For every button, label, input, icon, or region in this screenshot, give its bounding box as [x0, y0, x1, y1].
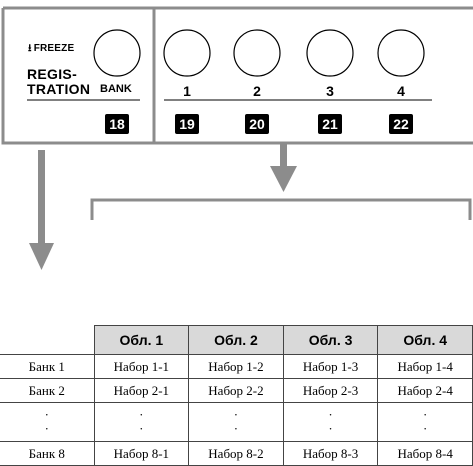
registration-label-line1: REGIS- [27, 66, 78, 82]
table-header: Обл. 4 [377, 325, 473, 355]
bracket [90, 198, 472, 220]
table-cell: Набор 2-1 [93, 378, 190, 403]
badge-button-4: 22 [389, 114, 413, 134]
badge-bank: 18 [105, 114, 129, 134]
table-cell: · · [93, 402, 190, 442]
registration-button-1[interactable] [163, 29, 211, 77]
bank-label: BANK [100, 83, 132, 95]
table-row: Банк 1 Набор 1-1 Набор 1-2 Набор 1-3 Наб… [0, 354, 473, 379]
table-cell: Набор 8-4 [377, 441, 473, 466]
bank-button[interactable] [93, 29, 141, 77]
table-header-row: Обл. 1 Обл. 2 Обл. 3 Обл. 4 [0, 325, 473, 355]
table-header: Обл. 3 [282, 325, 379, 355]
registration-button-2[interactable] [233, 29, 281, 77]
button-number-2: 2 [253, 83, 261, 99]
area-arrow-head [270, 166, 297, 192]
diagram-canvas [1, 6, 473, 270]
table-cell: Набор 8-1 [93, 441, 190, 466]
table-cell: · · [282, 402, 379, 442]
table-cell: Набор 1-4 [377, 354, 473, 379]
registration-label: REGIS- TRATION [27, 67, 90, 97]
table-cell: Набор 8-3 [282, 441, 379, 466]
registration-label-line2: TRATION [27, 81, 91, 97]
badge-button-3: 21 [318, 114, 342, 134]
registration-button-3[interactable] [306, 29, 354, 77]
freeze-label: ⭳FREEZE [28, 41, 74, 58]
table-cell: Набор 2-2 [188, 378, 284, 403]
button-number-3: 3 [326, 83, 334, 99]
row-label: Банк 1 [0, 354, 95, 379]
registration-button-4[interactable] [377, 29, 425, 77]
row-label: Банк 2 [0, 378, 95, 403]
table-cell: Набор 1-2 [188, 354, 284, 379]
table-cell: Набор 2-4 [377, 378, 473, 403]
table-cell: · · [188, 402, 284, 442]
panel-frame [1, 6, 473, 145]
freeze-text: FREEZE [33, 43, 75, 54]
table-cell: · · [377, 402, 473, 442]
table-header: Обл. 1 [93, 325, 190, 355]
button-number-1: 1 [183, 83, 191, 99]
table-corner [0, 325, 95, 355]
badge-button-2: 20 [245, 114, 269, 134]
row-label: · · [0, 402, 95, 442]
bank-arrow-shaft [38, 150, 45, 245]
freeze-icon: ⭳ [28, 43, 32, 54]
bank-arrow-head [29, 243, 54, 270]
registration-table: Обл. 1 Обл. 2 Обл. 3 Обл. 4 Банк 1 Набор… [0, 325, 473, 466]
table-cell: Набор 1-3 [282, 354, 379, 379]
table-row: Банк 8 Набор 8-1 Набор 8-2 Набор 8-3 Наб… [0, 441, 473, 466]
table-cell: Набор 2-3 [282, 378, 379, 403]
table-row-ellipsis: · · · · · · · · · · [0, 402, 473, 442]
table-cell: Набор 1-1 [93, 354, 190, 379]
area-arrow-shaft [280, 143, 287, 168]
table-cell: Набор 8-2 [188, 441, 284, 466]
badge-button-1: 19 [175, 114, 199, 134]
row-label: Банк 8 [0, 441, 95, 466]
button-number-4: 4 [397, 83, 405, 99]
table-row: Банк 2 Набор 2-1 Набор 2-2 Набор 2-3 Наб… [0, 378, 473, 403]
table-header: Обл. 2 [188, 325, 284, 355]
